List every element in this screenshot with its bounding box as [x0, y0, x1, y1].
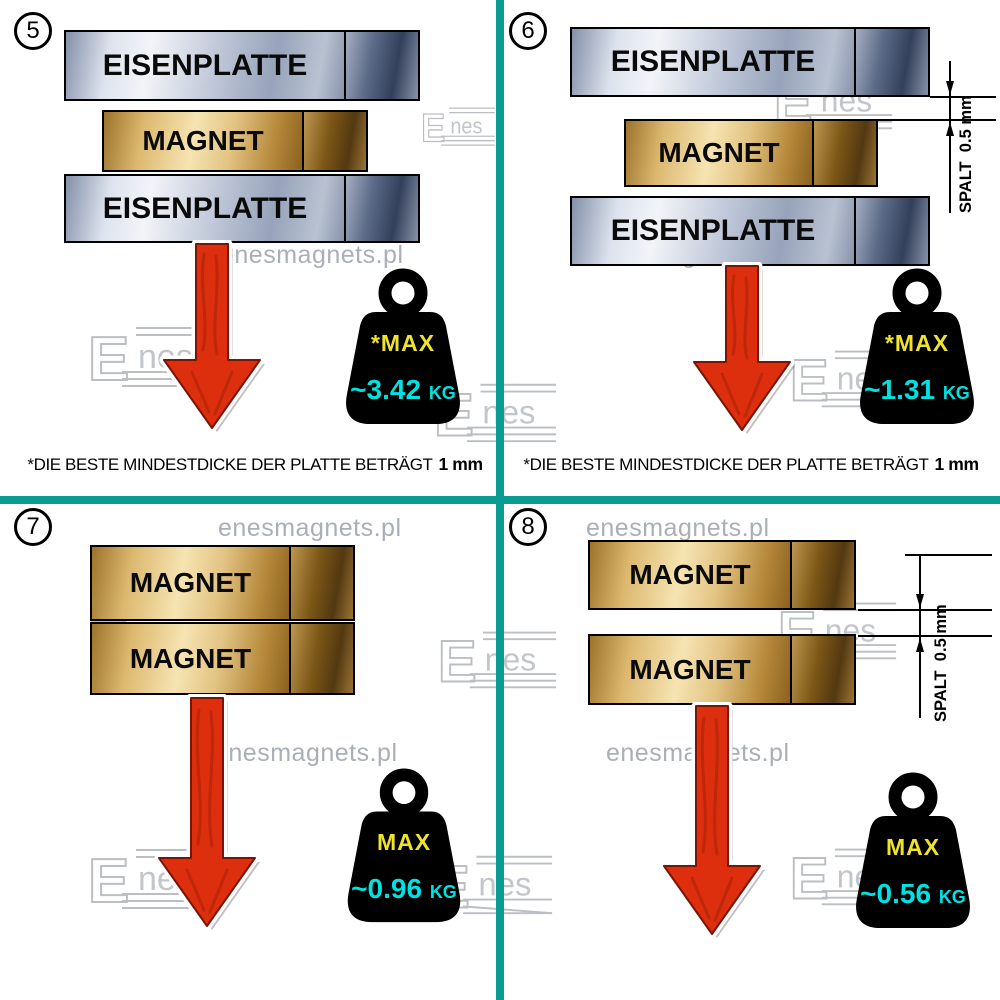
magnet-label: MAGNET: [129, 642, 252, 674]
pull-force-arrow: [152, 240, 272, 432]
gap-dimension-label: SPALT 0.5 mm: [957, 95, 975, 213]
magnet-side-face: [812, 121, 876, 185]
gap-dimension-label: SPALT 0.5 mm: [932, 604, 950, 722]
force-number: ~0.96: [351, 872, 423, 904]
magnet-side-face: [289, 547, 353, 619]
force-number: ~3.42: [350, 374, 422, 406]
logo-letter: E: [88, 325, 129, 392]
plate-side-face: [854, 29, 928, 95]
force-unit: KG: [938, 887, 966, 908]
watermark-site-text: enesmagnets.pl: [220, 241, 404, 269]
watermark-site-text: enesmagnets.pl: [214, 739, 398, 767]
panel-number-badge: 7: [14, 508, 52, 546]
magnet-label: MAGNET: [142, 125, 264, 156]
magnet-side-face: [790, 636, 854, 703]
plate-side-face: [344, 176, 418, 241]
plate-face: EISENPLATTE: [66, 176, 344, 241]
max-label: *MAX: [370, 329, 436, 356]
footnote-text: *DIE BESTE MINDESTDICKE DER PLATTE BETRÄ…: [27, 455, 433, 474]
logo-letter: E: [88, 847, 129, 914]
plate-face: EISENPLATTE: [572, 29, 854, 95]
force-unit: KG: [942, 383, 970, 404]
iron-plate-top: EISENPLATTE: [64, 30, 420, 101]
panel-number-badge: 6: [509, 12, 547, 50]
force-value: ~0.56 KG: [838, 878, 988, 910]
iron-plate-bottom: EISENPLATTE: [64, 174, 420, 243]
gap-dimension-lines: [872, 55, 998, 220]
magnet-face: MAGNET: [92, 624, 289, 693]
plate-label: EISENPLATTE: [102, 48, 308, 82]
magnet-block: MAGNET: [624, 119, 878, 187]
logo-letter: E: [790, 349, 829, 412]
footnote-bold: 1 mm: [438, 454, 484, 474]
iron-plate-bottom: EISENPLATTE: [570, 196, 930, 266]
panel-number-badge: 5: [14, 12, 52, 50]
logo-text: nes: [478, 866, 531, 903]
magnet-face: MAGNET: [590, 636, 790, 703]
magnet-block-top: MAGNET: [90, 545, 355, 621]
footnote: *DIE BESTE MINDESTDICKE DER PLATTE BETRÄ…: [516, 454, 986, 475]
logo-text: nes: [485, 641, 536, 677]
footnote-bold: 1 mm: [934, 454, 980, 474]
force-value: ~1.31 KG: [842, 374, 992, 406]
magnet-block: MAGNET: [102, 110, 368, 172]
logo-text: nes: [450, 115, 482, 139]
logo-text: nes: [482, 394, 535, 431]
force-number: ~1.31: [864, 374, 936, 406]
force-value: ~0.96 KG: [328, 873, 480, 905]
weight-icon: MAX ~0.56 KG: [838, 770, 988, 934]
magnet-label: MAGNET: [129, 567, 252, 598]
magnet-face: MAGNET: [92, 547, 289, 619]
panel-number-badge: 8: [509, 508, 547, 546]
magnet-block-bottom: MAGNET: [588, 634, 856, 705]
magnet-face: MAGNET: [626, 121, 812, 185]
horizontal-divider: [0, 496, 1000, 504]
pull-force-arrow: [682, 262, 802, 434]
magnet-label: MAGNET: [629, 559, 751, 590]
force-value: ~3.42 KG: [328, 374, 478, 406]
force-unit: KG: [429, 881, 457, 902]
weight-icon: *MAX ~1.31 KG: [842, 266, 992, 430]
magnet-face: MAGNET: [104, 112, 302, 170]
plate-label: EISENPLATTE: [610, 214, 816, 247]
plate-face: EISENPLATTE: [572, 198, 854, 264]
magnet-face: MAGNET: [590, 542, 790, 608]
max-label: MAX: [885, 833, 941, 860]
plate-label: EISENPLATTE: [610, 45, 816, 78]
logo-letter: E: [438, 630, 477, 693]
magnet-side-face: [302, 112, 366, 170]
pull-force-arrow: [147, 694, 267, 930]
force-number: ~0.56: [860, 878, 932, 910]
magnet-side-face: [289, 624, 353, 693]
plate-side-face: [854, 198, 928, 264]
magnet-side-face: [790, 542, 854, 608]
logo-letter: E: [421, 107, 445, 149]
logo-letter: E: [790, 847, 829, 910]
plate-face: EISENPLATTE: [66, 32, 344, 99]
magnet-block-top: MAGNET: [588, 540, 856, 610]
plate-label: EISENPLATTE: [102, 191, 308, 225]
gap-dimension-lines: [855, 548, 995, 726]
magnet-label: MAGNET: [629, 653, 751, 685]
iron-plate-top: EISENPLATTE: [570, 27, 930, 97]
watermark-site-text: enesmagnets.pl: [218, 514, 402, 542]
footnote-text: *DIE BESTE MINDESTDICKE DER PLATTE BETRÄ…: [523, 455, 929, 474]
magnet-label: MAGNET: [658, 137, 780, 168]
magnet-block-bottom: MAGNET: [90, 622, 355, 695]
force-unit: KG: [428, 383, 456, 404]
max-label: *MAX: [884, 329, 950, 356]
pull-force-arrow: [652, 702, 772, 938]
max-label: MAX: [376, 829, 432, 856]
watermark-site-text: enesmagnets.pl: [586, 514, 770, 542]
weight-icon: *MAX ~3.42 KG: [328, 266, 478, 430]
plate-side-face: [344, 32, 418, 99]
footnote: *DIE BESTE MINDESTDICKE DER PLATTE BETRÄ…: [18, 454, 492, 475]
weight-icon: MAX ~0.96 KG: [328, 766, 480, 928]
